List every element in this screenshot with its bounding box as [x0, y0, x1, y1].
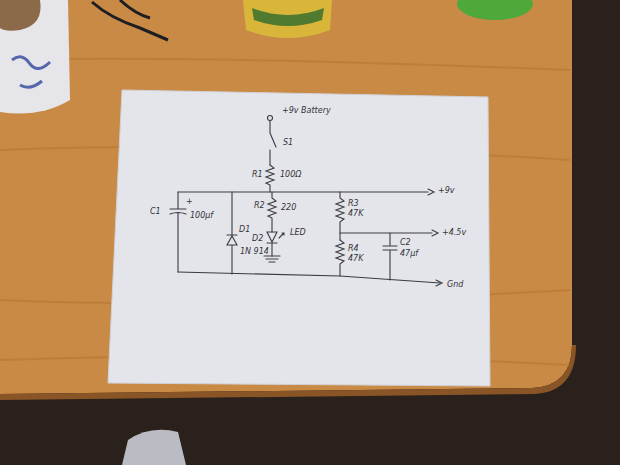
- part-label: R1: [252, 170, 263, 179]
- part-label: C2: [400, 238, 411, 247]
- part-label: 100Ω: [280, 170, 301, 179]
- ground-rail: [178, 272, 440, 283]
- part-label: S1: [283, 138, 293, 147]
- part-label: C1: [150, 207, 161, 216]
- part-label: +: [186, 197, 193, 206]
- part-label: D2: [252, 234, 263, 243]
- led-arrow: [279, 233, 284, 238]
- part-label: 220: [281, 203, 296, 212]
- capacitor-symbol: [383, 233, 397, 280]
- terminal-arrow: [428, 189, 434, 195]
- part-label: 100μf: [190, 211, 213, 220]
- part-label: +9v: [438, 186, 455, 195]
- resistor-symbol: [268, 192, 276, 232]
- part-label: 47K: [348, 254, 363, 263]
- resistor-symbol: [336, 240, 344, 276]
- terminal-arrow: [436, 280, 442, 286]
- midpoint-wire: [340, 232, 432, 233]
- green-object: [457, 0, 533, 20]
- part-label: 47μf: [400, 249, 418, 258]
- glasses: [92, 0, 168, 40]
- shoe: [122, 430, 186, 465]
- capacitor-symbol: [170, 192, 186, 272]
- part-label: +4.5v: [442, 228, 466, 237]
- switch-symbol: [270, 121, 276, 165]
- part-label: +9v Battery: [282, 106, 331, 115]
- resistor-symbol: [266, 165, 274, 192]
- paper-sheet: [108, 90, 490, 386]
- part-label: R4: [348, 244, 359, 253]
- table-top: [0, 0, 572, 394]
- terminal-arrow: [432, 230, 438, 236]
- part-label: R3: [348, 199, 359, 208]
- can: [243, 0, 332, 38]
- battery-terminal: [268, 116, 273, 121]
- mug: [0, 0, 70, 114]
- part-label: R2: [254, 201, 265, 210]
- ground-symbol: [264, 256, 280, 262]
- part-label: 47K: [348, 209, 363, 218]
- part-label: 1N 914: [240, 247, 269, 256]
- part-label: Gnd: [447, 280, 463, 289]
- positive-rail: [178, 191, 428, 192]
- schematic: [170, 116, 442, 287]
- part-label: D1: [239, 225, 250, 234]
- diode-symbol: [227, 192, 237, 274]
- part-label: LED: [290, 228, 306, 237]
